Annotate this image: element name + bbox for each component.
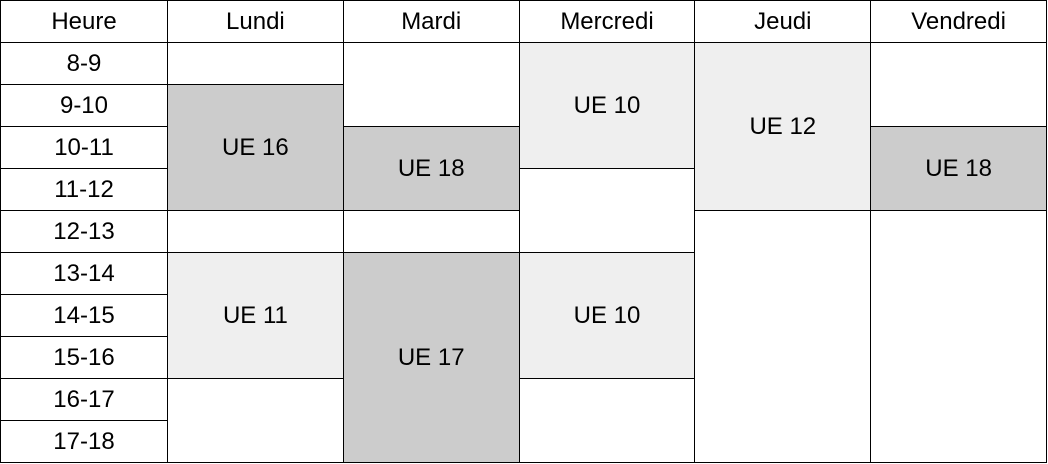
- course-cell-mercredi-ue10: UE 10: [518, 42, 696, 169]
- empty-cell: [518, 168, 696, 253]
- hour-label: 9-10: [0, 84, 168, 127]
- course-cell-mardi-ue18: UE 18: [342, 126, 520, 211]
- hour-row: 12-13: [0, 210, 1047, 463]
- empty-cell: [342, 42, 520, 127]
- empty-cell: [167, 210, 344, 253]
- hour-row: 11-12: [0, 168, 1047, 253]
- header-day-mardi: Mardi: [342, 0, 520, 43]
- hour-row: 17-18: [0, 420, 1047, 463]
- header-day-vendredi: Vendredi: [870, 0, 1047, 43]
- empty-cell: [518, 378, 696, 463]
- empty-cell: [694, 210, 872, 463]
- hour-label: 17-18: [0, 420, 168, 463]
- course-cell-mercredi-ue10: UE 10: [518, 252, 696, 379]
- hour-row: 15-16: [0, 336, 1047, 379]
- hour-label: 13-14: [0, 252, 168, 295]
- header-hour: Heure: [0, 0, 168, 43]
- hour-label: 11-12: [0, 168, 168, 211]
- hour-row: 10-11 UE 18 UE 18: [0, 126, 1047, 211]
- hour-row: 8-9 UE 10 UE 12: [0, 42, 1047, 211]
- course-cell-lundi-ue11: UE 11: [167, 252, 344, 379]
- header-day-jeudi: Jeudi: [694, 0, 872, 43]
- course-cell-lundi-ue16: UE 16: [167, 84, 344, 211]
- header-day-mercredi: Mercredi: [518, 0, 696, 43]
- course-cell-vendredi-ue18: UE 18: [870, 126, 1047, 211]
- hour-label: 15-16: [0, 336, 168, 379]
- hour-row: 13-14 UE 11 UE 17 UE 10: [0, 252, 1047, 463]
- hour-label: 14-15: [0, 294, 168, 337]
- header-row: Heure Lundi Mardi Mercredi Jeudi Vendred…: [0, 0, 1047, 43]
- empty-cell: [870, 42, 1047, 127]
- header-day-lundi: Lundi: [167, 0, 344, 43]
- empty-cell: [870, 210, 1047, 463]
- course-cell-jeudi-ue12: UE 12: [694, 42, 872, 211]
- empty-cell: [167, 378, 344, 463]
- empty-cell: [342, 210, 520, 253]
- hour-label: 12-13: [0, 210, 168, 253]
- empty-cell: [167, 42, 344, 85]
- course-cell-mardi-ue17: UE 17: [342, 252, 520, 463]
- hour-label: 10-11: [0, 126, 168, 169]
- hour-row: 16-17: [0, 378, 1047, 463]
- hour-label: 8-9: [0, 42, 168, 85]
- hour-label: 16-17: [0, 378, 168, 421]
